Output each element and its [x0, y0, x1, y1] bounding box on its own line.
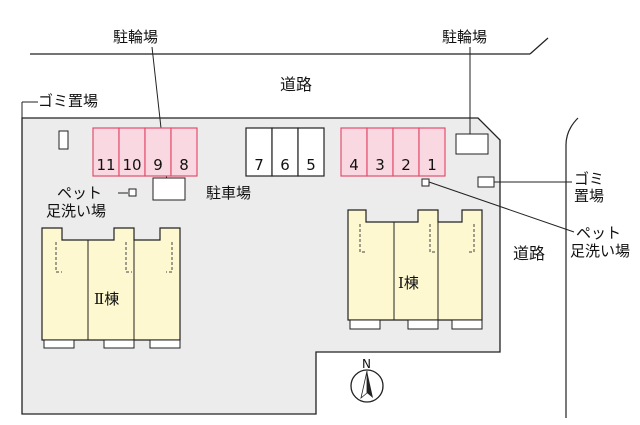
pet-wash-label-right-1: ペット	[576, 224, 621, 242]
parking-stall-1	[418, 127, 446, 177]
parking-number-2: 2	[401, 156, 411, 174]
parking-number-1: 1	[427, 156, 437, 174]
road-label-top: 道路	[280, 75, 312, 94]
garbage-box-right	[477, 176, 495, 188]
parking-number-10: 10	[122, 156, 141, 174]
road-right-edge	[565, 117, 579, 418]
parking-stall-9	[144, 127, 172, 177]
building-1	[347, 209, 483, 330]
bicycle-shed-left	[152, 177, 186, 201]
north-compass-icon	[350, 369, 384, 403]
parking-number-4: 4	[349, 156, 359, 174]
parking-number-5: 5	[306, 156, 316, 174]
garbage-label-right-1: ゴミ	[574, 170, 604, 188]
parking-number-11: 11	[96, 156, 115, 174]
parking-number-3: 3	[375, 156, 385, 174]
parking-stall-8	[170, 127, 198, 177]
building-1-label: Ⅰ棟	[398, 274, 419, 292]
road-top-edge-end	[529, 37, 549, 55]
parking-stall-5	[297, 127, 325, 177]
parking-number-8: 8	[179, 156, 189, 174]
building-2-label: Ⅱ棟	[94, 290, 119, 308]
pet-wash-box-right	[421, 178, 430, 187]
parking-stall-6	[271, 127, 299, 177]
car-parking-label: 駐車場	[206, 184, 251, 202]
road-label-right: 道路	[513, 244, 545, 263]
garbage-label-right-2: 置場	[574, 187, 604, 205]
parking-stall-10	[118, 127, 146, 177]
bicycle-parking-label-left: 駐輪場	[113, 28, 158, 46]
leader-pet-wash-right	[428, 181, 575, 233]
bicycle-parking-label-right: 駐輪場	[442, 28, 487, 46]
pet-wash-label-right-2: 足洗い場	[570, 242, 630, 260]
parking-number-9: 9	[153, 156, 163, 174]
parking-stall-7	[245, 127, 273, 177]
bicycle-shed-right	[455, 133, 489, 155]
building-2	[41, 227, 181, 349]
parking-stall-2	[392, 127, 420, 177]
parking-number-7: 7	[254, 156, 264, 174]
pet-wash-label-left-1: ペット	[57, 184, 102, 202]
garbage-label-left: ゴミ置場	[38, 92, 98, 110]
north-label: N	[362, 357, 371, 371]
pet-wash-box-left	[128, 188, 137, 197]
parking-number-6: 6	[280, 156, 290, 174]
garbage-box-left	[58, 130, 69, 150]
parking-stall-4	[340, 127, 368, 177]
pet-wash-label-left-2: 足洗い場	[46, 202, 106, 220]
